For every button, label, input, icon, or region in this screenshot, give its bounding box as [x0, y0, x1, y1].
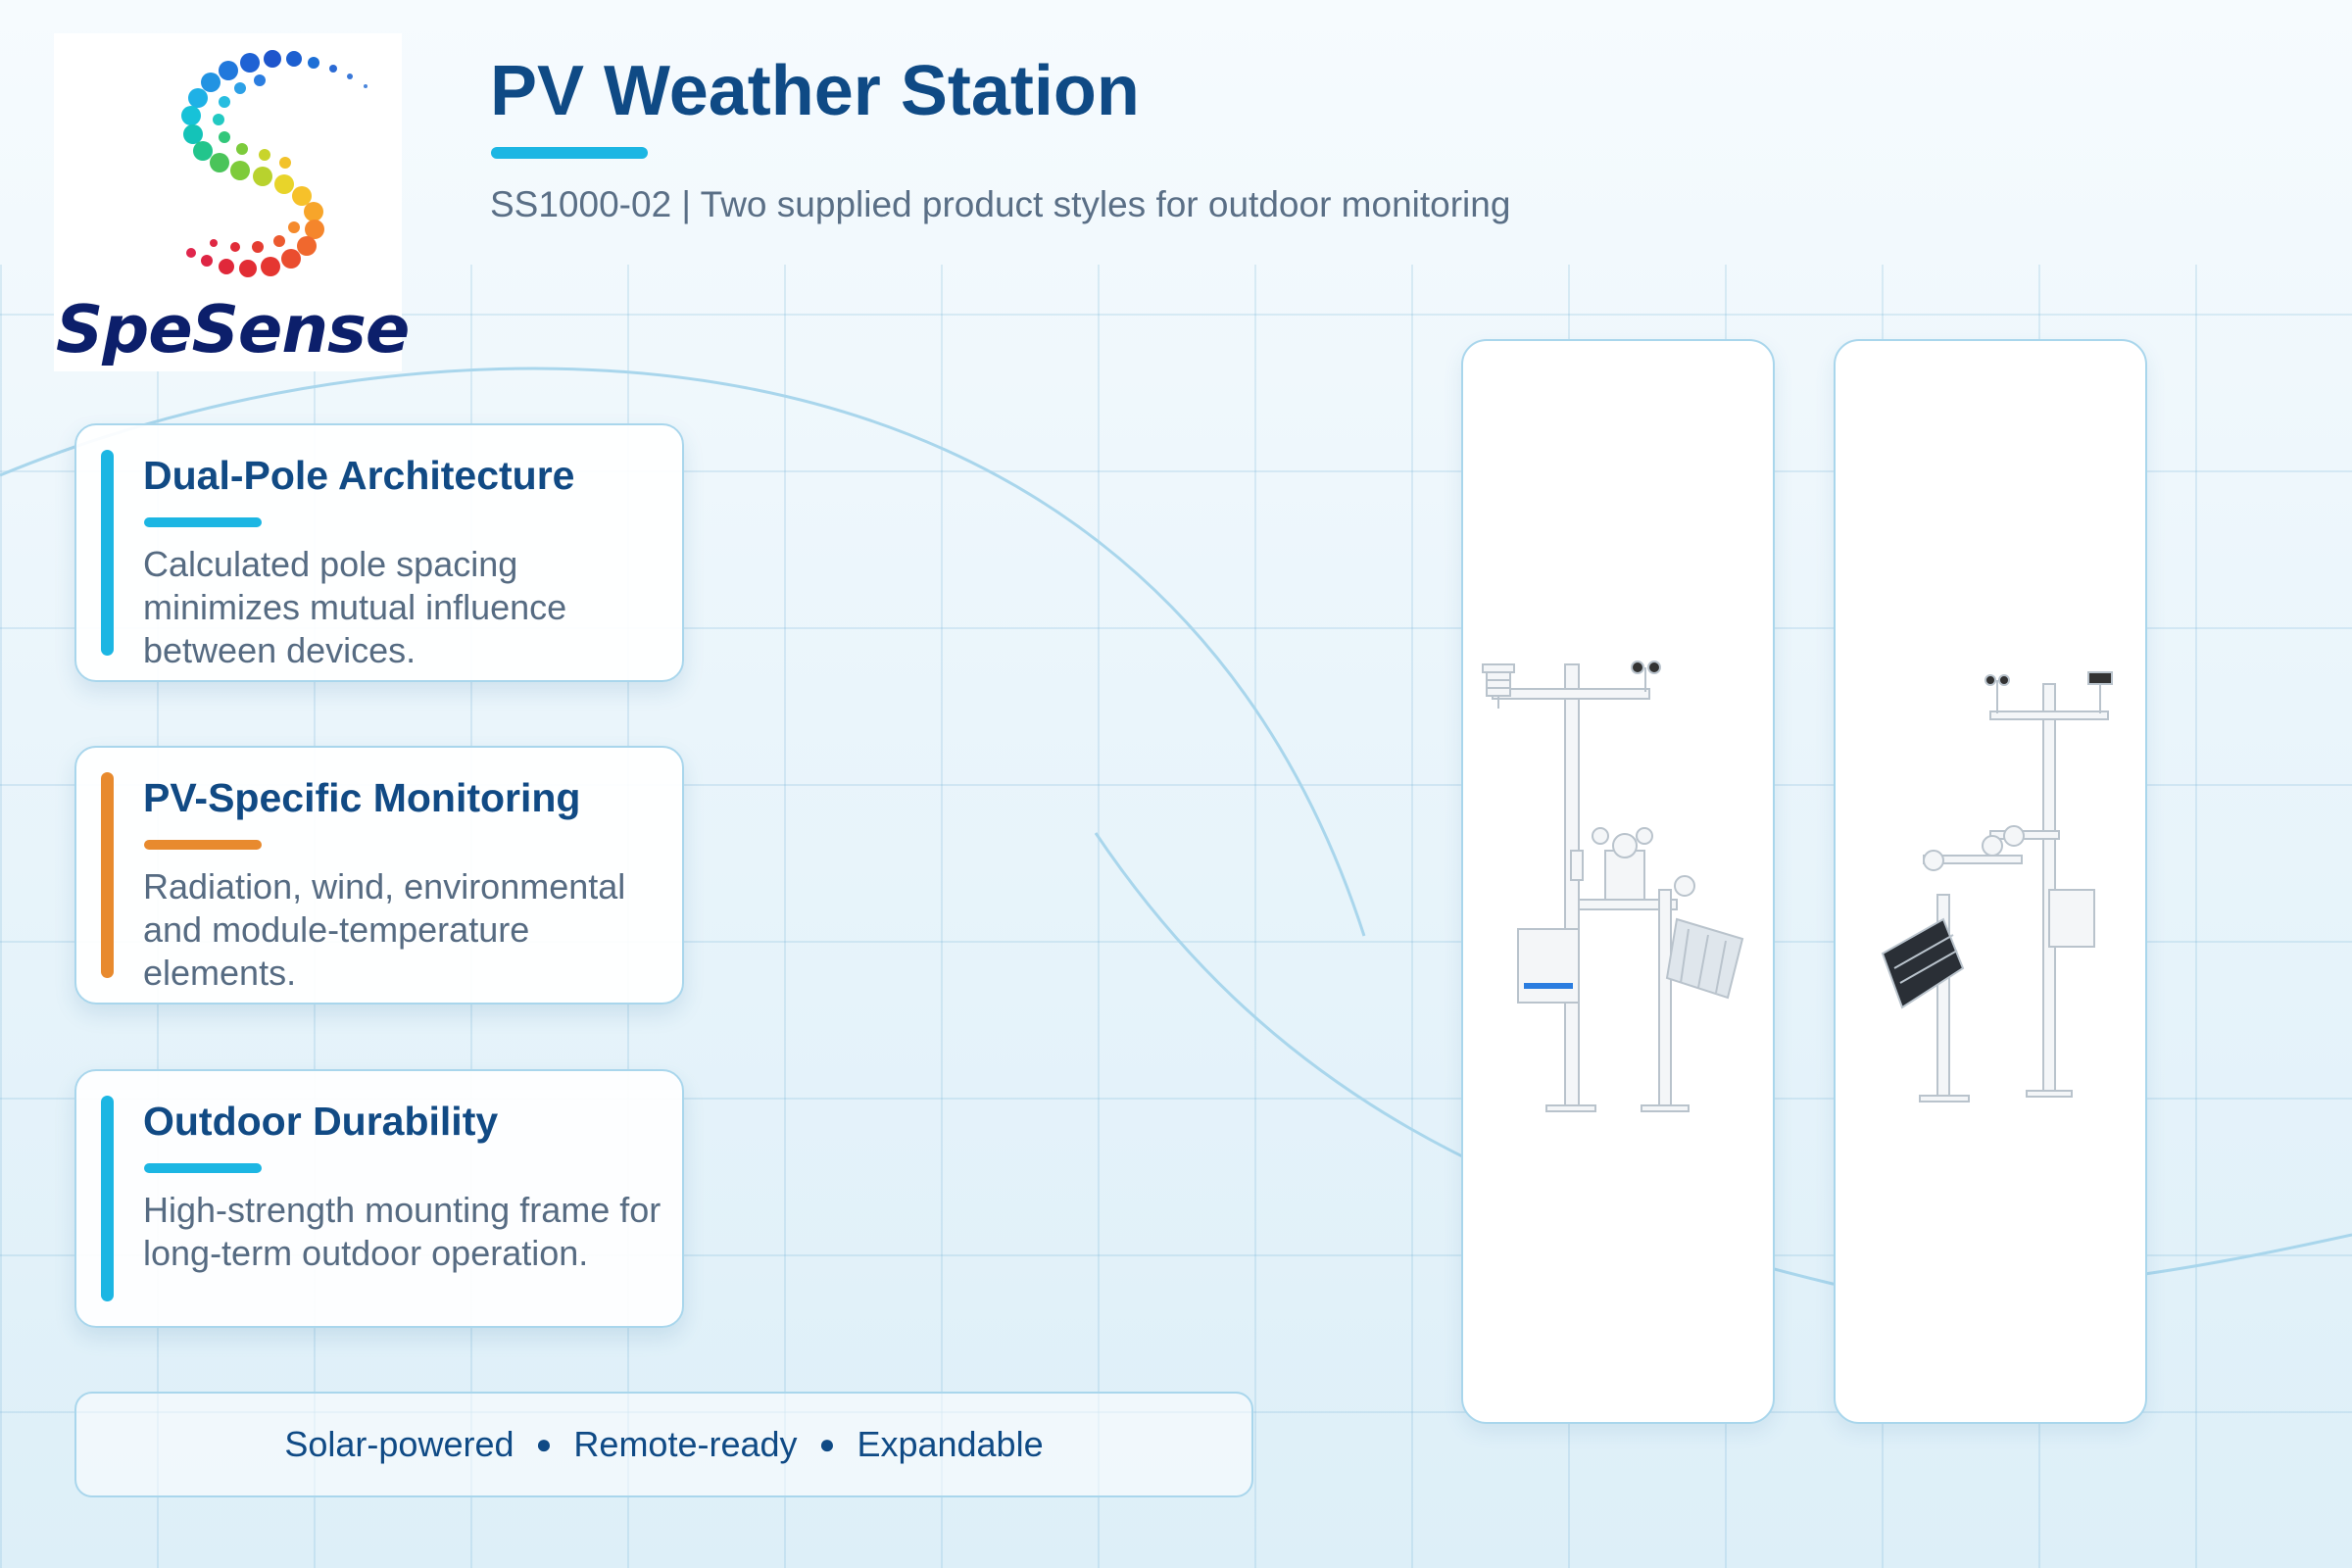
weather-station-style-1-icon: [1482, 661, 1744, 1112]
feature-description: Calculated pole spacing minimizes mutual…: [143, 544, 567, 670]
separator-dot-icon: ●: [535, 1429, 553, 1459]
feature-underline: [144, 840, 262, 850]
brand-logo: SpeSense: [54, 33, 410, 371]
feature-underline: [144, 1163, 262, 1173]
page-title: PV Weather Station: [490, 52, 1140, 130]
separator-dot-icon: ●: [818, 1429, 836, 1459]
feature-title: Dual-Pole Architecture: [143, 453, 575, 498]
title-underline: [491, 147, 648, 159]
logo-swirl-icon: [181, 50, 368, 277]
page-subtitle: SS1000-02 | Two supplied product styles …: [490, 184, 1511, 224]
card-accent-bar: [101, 1096, 114, 1301]
tag-solar-powered: Solar-powered: [284, 1424, 514, 1464]
brand-name: SpeSense: [56, 291, 410, 368]
product-card-style-2: [1834, 339, 2147, 1424]
card-accent-bar: [101, 450, 114, 656]
product-card-style-1: [1461, 339, 1775, 1424]
feature-title: PV-Specific Monitoring: [143, 775, 581, 820]
feature-description: Radiation, wind, environmental and modul…: [143, 866, 626, 993]
tag-expandable: Expandable: [857, 1424, 1044, 1464]
feature-description: High-strength mounting frame for long-te…: [143, 1190, 662, 1273]
weather-station-style-2-icon: [1881, 671, 2113, 1102]
card-accent-bar: [101, 772, 114, 978]
tag-remote-ready: Remote-ready: [573, 1424, 798, 1464]
feature-underline: [144, 517, 262, 527]
feature-tags-bar: Solar-powered ● Remote-ready ● Expandabl…: [74, 1392, 1253, 1497]
feature-title: Outdoor Durability: [143, 1099, 499, 1144]
feature-card-dual-pole: Dual-Pole Architecture Calculated pole s…: [74, 423, 684, 682]
feature-card-pv-monitoring: PV-Specific Monitoring Radiation, wind, …: [74, 746, 684, 1004]
feature-card-outdoor-durability: Outdoor Durability High-strength mountin…: [74, 1069, 684, 1328]
